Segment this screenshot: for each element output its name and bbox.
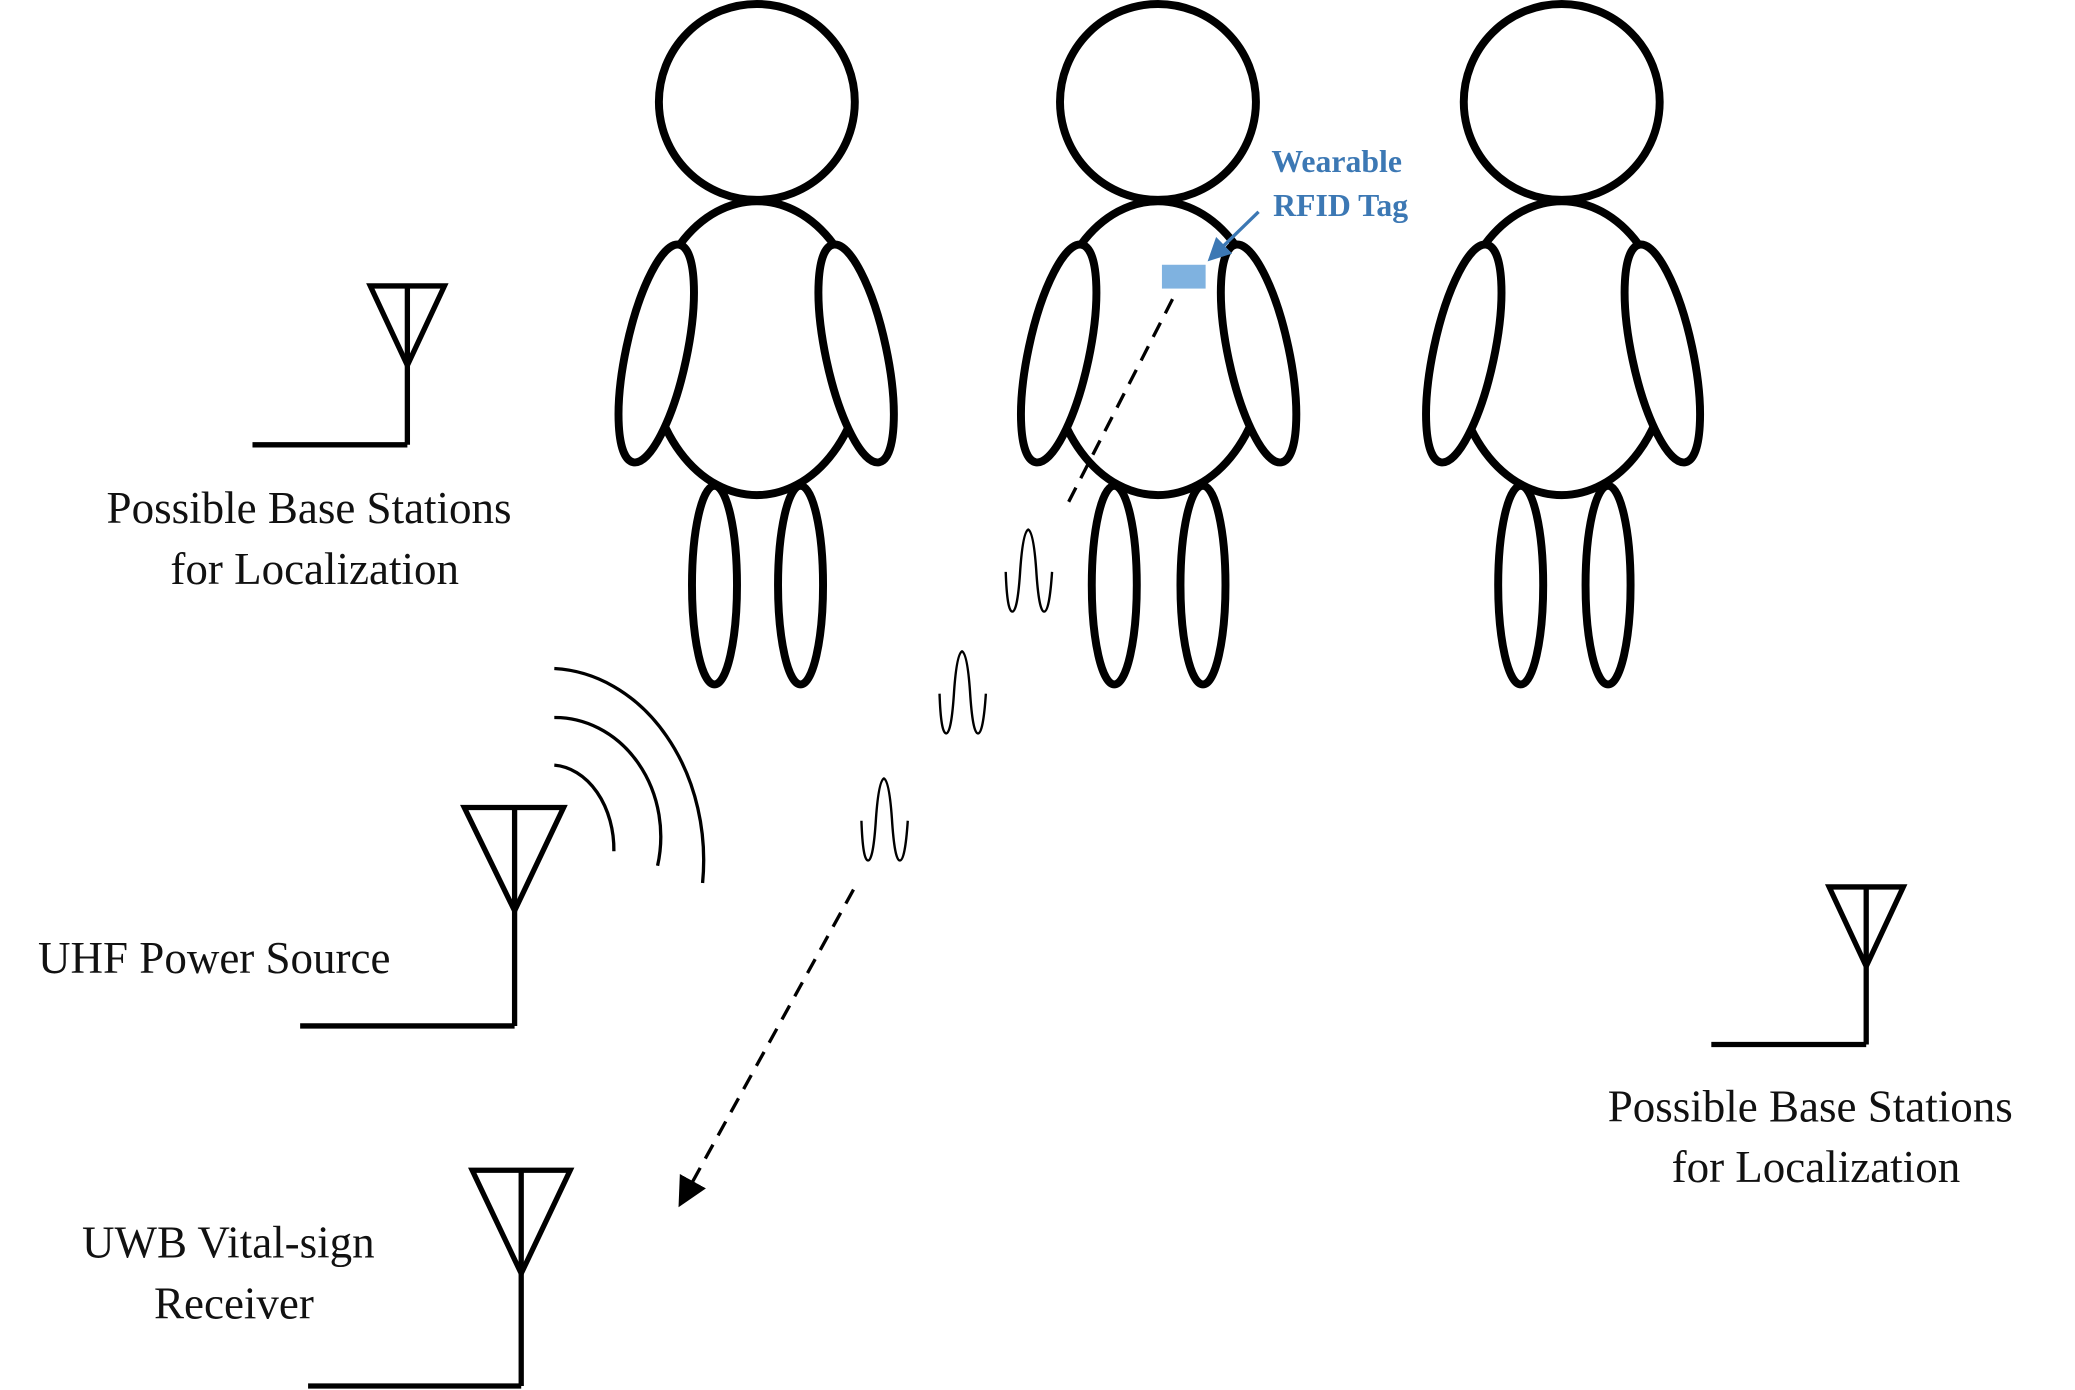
pulse-icon [860, 777, 909, 862]
person-leg [1087, 481, 1141, 689]
base-station-left-label: Possible Base Stations for Localization [107, 483, 523, 594]
base-station-left-label-line2: for Localization [170, 544, 459, 594]
person-leg [1581, 481, 1635, 689]
person-leg [1176, 481, 1230, 689]
antenna-icon [468, 1167, 575, 1280]
person-right [1422, 0, 1705, 689]
antenna-base-station-right [1711, 884, 1908, 1048]
antenna-uhf-power-source [300, 804, 568, 1029]
base-station-left-label-line1: Possible Base Stations [107, 483, 512, 533]
radio-waves-icon [554, 666, 706, 884]
base-station-right-label-line1: Possible Base Stations [1608, 1081, 2013, 1131]
uhf-power-source-label: UHF Power Source [38, 933, 390, 983]
person-icon [654, 0, 859, 204]
person-leg [1494, 481, 1548, 689]
pulse-icon [938, 649, 988, 735]
rfid-tag [1161, 264, 1206, 289]
rfid-tag-pointer-arrow [1207, 210, 1260, 262]
person-leg [774, 481, 828, 689]
person-arm [1422, 240, 1506, 467]
person-left [614, 0, 898, 689]
person-middle [1017, 0, 1301, 689]
uwb-receiver-label-line2: Receiver [154, 1279, 314, 1329]
person-arm [1620, 240, 1705, 467]
base-station-right-label: Possible Base Stations for Localization [1608, 1081, 2024, 1192]
antenna-base-station-left [252, 283, 449, 448]
rfid-tag-label-line2: RFID Tag [1273, 188, 1408, 223]
signal-path-arrow [678, 888, 855, 1208]
person-icon [1056, 0, 1260, 204]
person-leg [688, 481, 741, 689]
person-arm [814, 240, 898, 467]
person-arm [614, 240, 698, 467]
person-icon [1459, 0, 1664, 204]
antenna-uwb-receiver [308, 1167, 575, 1389]
rfid-tag-label-line1: Wearable [1271, 144, 1402, 179]
rfid-tag-label: Wearable RFID Tag [1271, 144, 1410, 223]
pulse-icon [1004, 528, 1054, 613]
person-arm [1017, 240, 1101, 467]
signal-path-upper [1062, 298, 1175, 512]
uwb-receiver-label-line1: UWB Vital-sign [82, 1218, 375, 1268]
person-arm [1216, 240, 1301, 467]
uwb-receiver-label: UWB Vital-sign Receiver [82, 1218, 386, 1329]
base-station-right-label-line2: for Localization [1672, 1142, 1961, 1192]
